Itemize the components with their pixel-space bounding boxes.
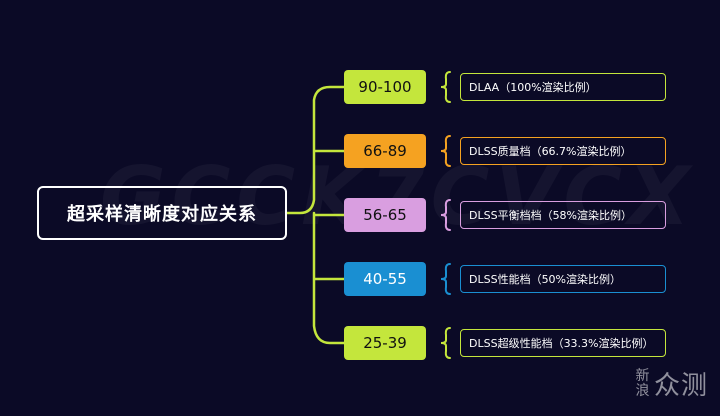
- score-range-label: 25-39: [363, 334, 407, 352]
- score-node-4: 40-55: [344, 262, 426, 296]
- small-brace-1: [440, 71, 451, 103]
- score-node-2: 66-89: [344, 134, 426, 168]
- mode-label: DLAA（100%渲染比例）: [469, 81, 597, 94]
- mode-node-1: DLAA（100%渲染比例）: [460, 73, 666, 101]
- root-node: 超采样清晰度对应关系: [37, 186, 287, 240]
- logo-brand-text: 众测: [653, 371, 708, 401]
- score-node-1: 90-100: [344, 70, 426, 104]
- mode-label: DLSS性能档（50%渲染比例）: [469, 273, 622, 286]
- score-range-label: 90-100: [358, 78, 412, 96]
- small-brace-3: [440, 199, 451, 231]
- mode-node-5: DLSS超级性能档（33.3%渲染比例）: [460, 329, 666, 357]
- logo-small-text: 新 浪: [635, 367, 650, 399]
- mode-label: DLSS超级性能档（33.3%渲染比例）: [469, 337, 654, 350]
- mode-node-2: DLSS质量档（66.7%渲染比例）: [460, 137, 666, 165]
- root-node-label: 超采样清晰度对应关系: [67, 204, 257, 225]
- small-brace-4: [440, 263, 451, 295]
- mode-node-3: DLSS平衡档档（58%渲染比例）: [460, 201, 666, 229]
- small-brace-5: [440, 327, 451, 359]
- mode-label: DLSS平衡档档（58%渲染比例）: [469, 209, 633, 222]
- mode-label: DLSS质量档（66.7%渲染比例）: [469, 145, 632, 158]
- small-brace-2: [440, 135, 451, 167]
- score-node-5: 25-39: [344, 326, 426, 360]
- score-node-3: 56-65: [344, 198, 426, 232]
- score-range-label: 56-65: [363, 206, 407, 224]
- score-range-label: 66-89: [363, 142, 407, 160]
- mode-node-4: DLSS性能档（50%渲染比例）: [460, 265, 666, 293]
- sina-zhongce-logo: 新 浪 众测: [635, 365, 708, 402]
- score-range-label: 40-55: [363, 270, 407, 288]
